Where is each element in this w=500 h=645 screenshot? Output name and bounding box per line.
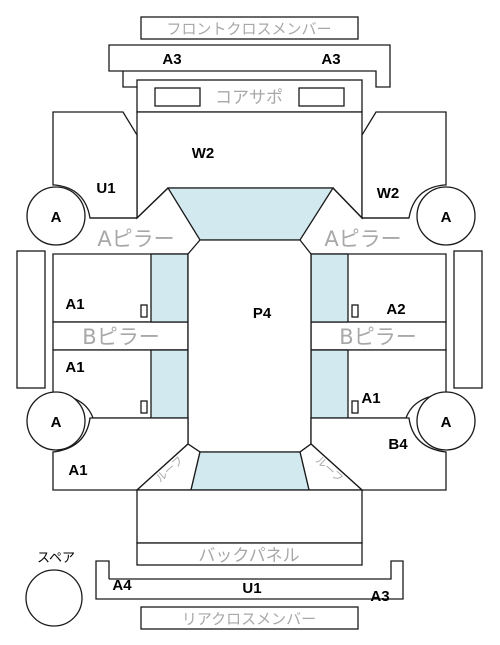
a-pillar-outline <box>90 187 409 219</box>
spare-label: スペア <box>37 551 75 566</box>
code-a3-right: A3 <box>321 51 340 68</box>
b-pillar-right[interactable] <box>310 321 447 351</box>
core-support-label: コアサポ <box>215 88 283 108</box>
window-front-right[interactable] <box>310 253 349 323</box>
code-wheel-rl: A <box>51 414 62 431</box>
window-rear-left[interactable] <box>150 349 189 419</box>
code-w2-right-fender: W2 <box>377 185 400 202</box>
back-panel-label: バックパネル <box>198 546 299 566</box>
code-rear-fender-right: B4 <box>388 436 408 453</box>
headlight-right[interactable] <box>298 87 345 107</box>
headlight-left[interactable] <box>154 87 201 107</box>
front-cross-member[interactable] <box>140 16 359 40</box>
front-fender-left[interactable] <box>52 111 138 219</box>
code-wheel-fr: A <box>441 209 452 226</box>
door-handle-front-left <box>140 304 148 318</box>
rear-window[interactable] <box>190 451 310 491</box>
side-sill-right[interactable] <box>453 250 483 389</box>
rear-cross-member-label: リアクロスメンバー <box>182 610 316 628</box>
code-rear-door-left: A1 <box>65 359 84 376</box>
wheel-rear-right[interactable] <box>416 391 476 451</box>
code-wheel-fl: A <box>51 209 62 226</box>
trunk-lid[interactable] <box>136 489 363 544</box>
code-a3-rear: A3 <box>370 588 389 605</box>
wheel-front-right[interactable] <box>416 186 476 246</box>
window-front-left[interactable] <box>150 253 189 323</box>
a-pillar-left-label: Aピラー <box>97 227 174 251</box>
code-roof: P4 <box>253 305 272 322</box>
door-handle-rear-left <box>140 400 148 414</box>
spare-tire[interactable] <box>25 569 83 627</box>
code-rear-door-right: A1 <box>361 390 380 407</box>
side-sill-left[interactable] <box>16 250 46 389</box>
code-u1-rear: U1 <box>242 580 261 597</box>
code-rear-fender-left: A1 <box>68 462 87 479</box>
code-wheel-rr: A <box>441 414 452 431</box>
wheel-front-left[interactable] <box>26 186 86 246</box>
code-u1-left-fender: U1 <box>96 180 115 197</box>
code-front-door-right: A2 <box>386 301 405 318</box>
code-front-door-left: A1 <box>65 296 84 313</box>
code-a4-rear: A4 <box>112 577 132 594</box>
door-handle-front-right <box>351 304 359 318</box>
front-bumper[interactable] <box>108 44 391 88</box>
rear-cross-member[interactable] <box>140 606 359 630</box>
a-pillar-right-label: Aピラー <box>324 227 401 251</box>
rear-bumper[interactable] <box>95 560 404 600</box>
b-pillar-right-label: Bピラー <box>339 325 416 349</box>
door-handle-rear-right <box>351 400 359 414</box>
back-panel[interactable] <box>136 542 363 566</box>
b-pillar-left-label: Bピラー <box>82 325 159 349</box>
wheel-rear-left[interactable] <box>26 391 86 451</box>
window-rear-right[interactable] <box>310 349 349 419</box>
windshield[interactable] <box>166 187 335 241</box>
front-cross-member-label: フロントクロスメンバー <box>166 20 331 38</box>
b-pillar-left[interactable] <box>52 321 189 351</box>
roof[interactable] <box>187 239 312 453</box>
code-w2-hood: W2 <box>192 145 215 162</box>
code-a3-left: A3 <box>162 51 181 68</box>
